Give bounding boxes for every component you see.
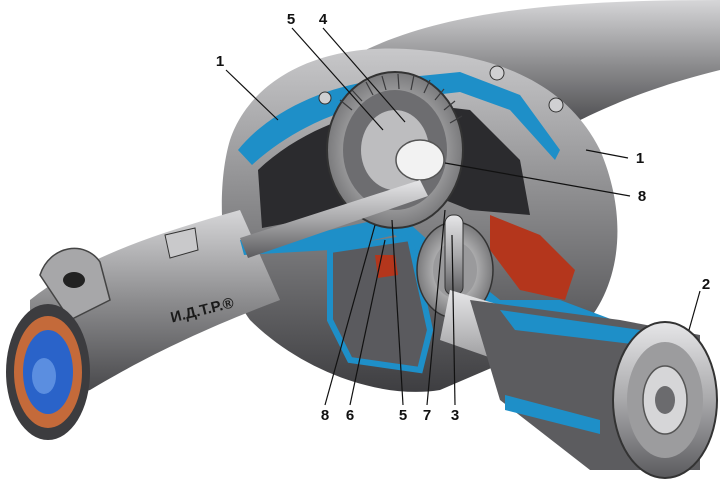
callout-4: 4 [319, 11, 328, 28]
bracket-hole [63, 272, 85, 288]
callout-7: 7 [423, 407, 431, 424]
housing-bolt [548, 97, 564, 113]
callout-3: 3 [451, 407, 459, 424]
callout-5-top: 5 [287, 11, 295, 28]
leader-lines [225, 27, 701, 406]
section-cut-bearing-housing [327, 234, 434, 374]
callout-8-bottom: 8 [321, 407, 329, 424]
callout-1-right: 1 [636, 150, 644, 167]
ring-gear-teeth [339, 73, 463, 124]
left-half-shaft [240, 180, 428, 258]
pinion-nose-section [500, 310, 640, 345]
drive-flange [612, 321, 718, 479]
pinion-nose-section-lower [505, 395, 600, 434]
left-axle-tube [30, 210, 280, 393]
side-gear [395, 139, 445, 181]
callout-2: 2 [702, 276, 710, 293]
callout-6: 6 [346, 407, 354, 424]
section-red-carrier [490, 215, 575, 300]
tube-clip [164, 227, 199, 259]
callout-5-bottom: 5 [399, 407, 407, 424]
satellite-pin [444, 214, 464, 296]
left-axle-shaft-core [32, 358, 56, 394]
callout-8-right: 8 [638, 188, 646, 205]
callout-1-left: 1 [216, 53, 224, 70]
housing-bolt [489, 65, 505, 81]
section-cut-upper [238, 72, 560, 165]
housing-bolt [318, 91, 332, 105]
